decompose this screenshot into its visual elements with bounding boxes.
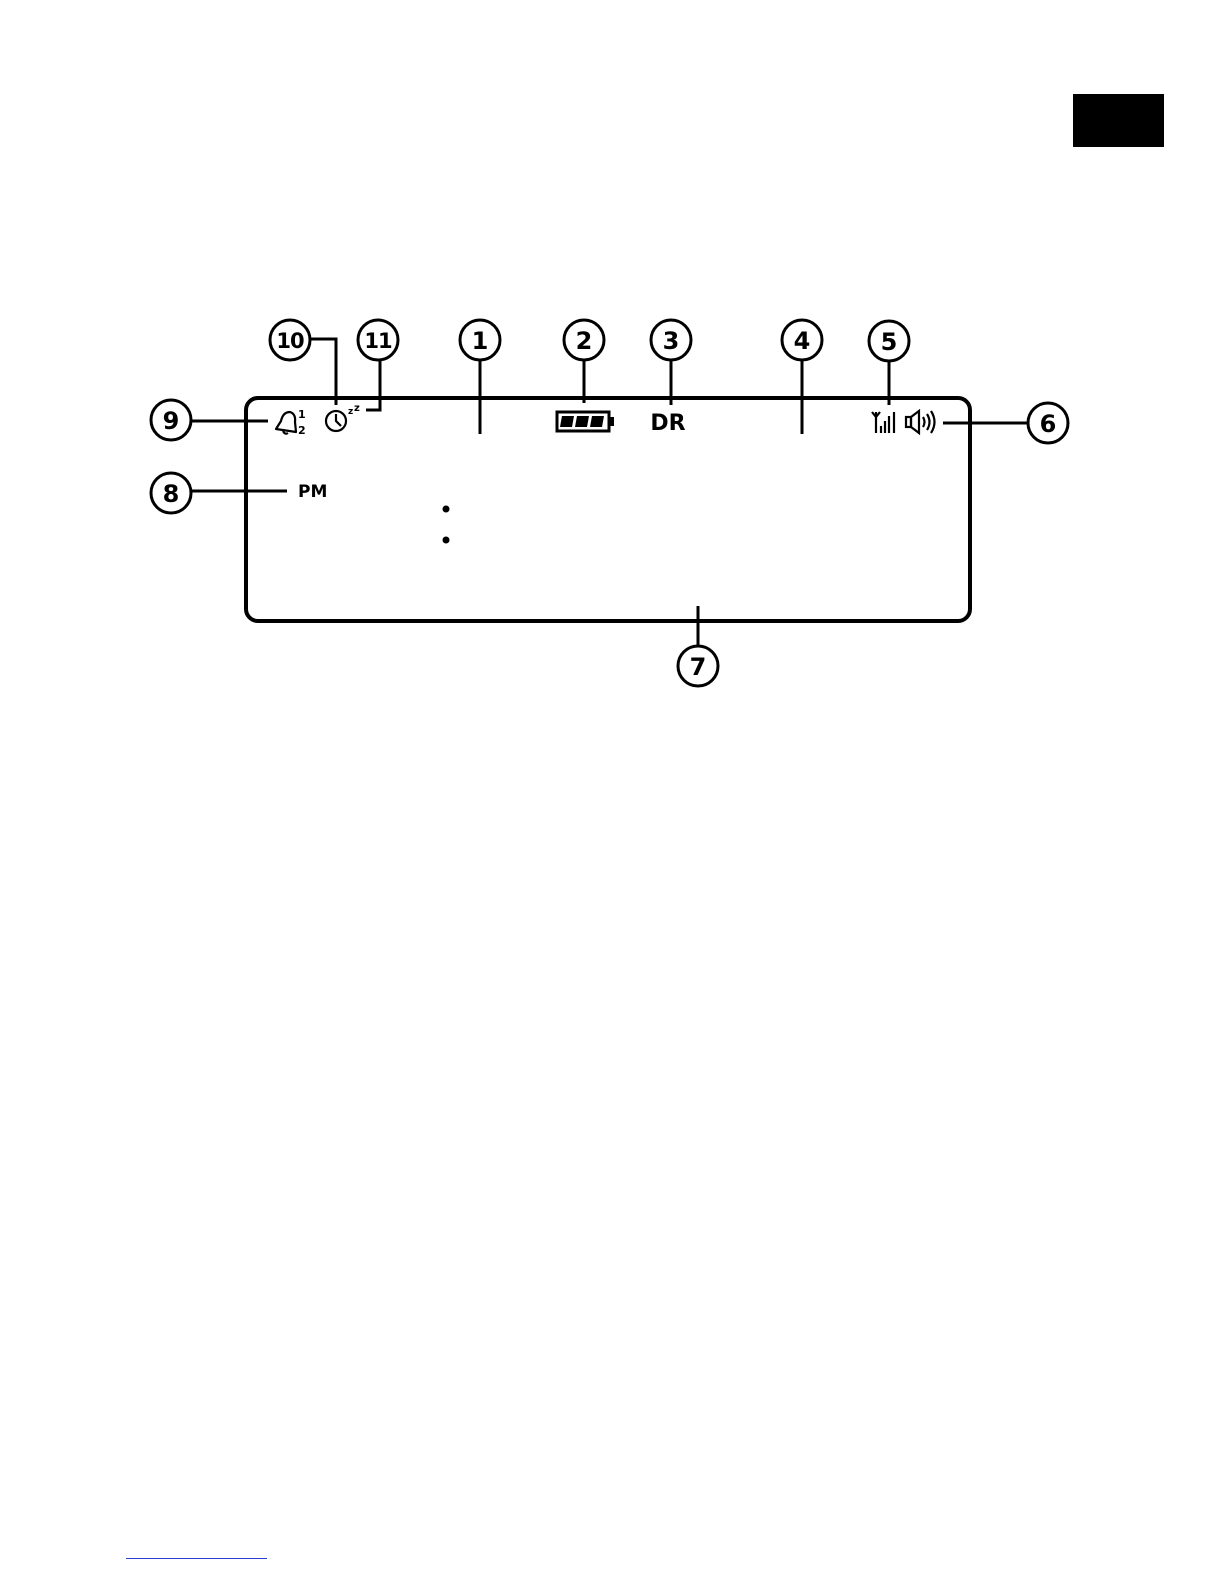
callout-3: 3 (651, 320, 691, 360)
callout-4-label: 4 (794, 327, 811, 355)
footer-link-underline (126, 1558, 267, 1559)
alarm-bell-icon (276, 412, 296, 434)
callout-5-label: 5 (881, 328, 898, 356)
colon-dot-top (443, 506, 450, 513)
callout-7-label: 7 (690, 653, 707, 681)
callout-10-label: 10 (276, 329, 304, 353)
callout-2: 2 (564, 320, 604, 360)
leader-line-11 (366, 360, 380, 410)
dr-label: DR (650, 411, 685, 436)
callout-8: 8 (151, 473, 191, 513)
callout-8-label: 8 (163, 480, 180, 508)
callout-2-label: 2 (576, 327, 593, 355)
callout-markers: 1 2 3 4 5 6 7 8 (151, 320, 1068, 686)
speaker-volume-icon (906, 411, 935, 433)
alarm-number-1: 1 (298, 408, 306, 421)
callout-7: 7 (678, 646, 718, 686)
callout-1: 1 (460, 320, 500, 360)
snooze-z-small: z (348, 407, 353, 417)
alarm-number-2: 2 (298, 424, 306, 437)
callout-4: 4 (782, 320, 822, 360)
callout-10: 10 (270, 320, 310, 360)
callout-9-label: 9 (163, 407, 180, 435)
pm-indicator: PM (298, 482, 327, 502)
leader-line-10 (311, 339, 336, 405)
callout-11: 11 (358, 320, 398, 360)
callout-5: 5 (869, 321, 909, 361)
snooze-z: z (354, 403, 360, 414)
battery-icon (557, 412, 614, 431)
callout-9: 9 (151, 400, 191, 440)
signal-strength-icon (872, 412, 894, 433)
sleep-timer-clock-icon (326, 411, 346, 431)
callout-11-label: 11 (364, 329, 392, 353)
colon-dot-bottom (443, 537, 450, 544)
callout-6-label: 6 (1040, 410, 1057, 438)
callout-6: 6 (1028, 403, 1068, 443)
callout-3-label: 3 (663, 327, 680, 355)
callout-1-label: 1 (472, 327, 489, 355)
